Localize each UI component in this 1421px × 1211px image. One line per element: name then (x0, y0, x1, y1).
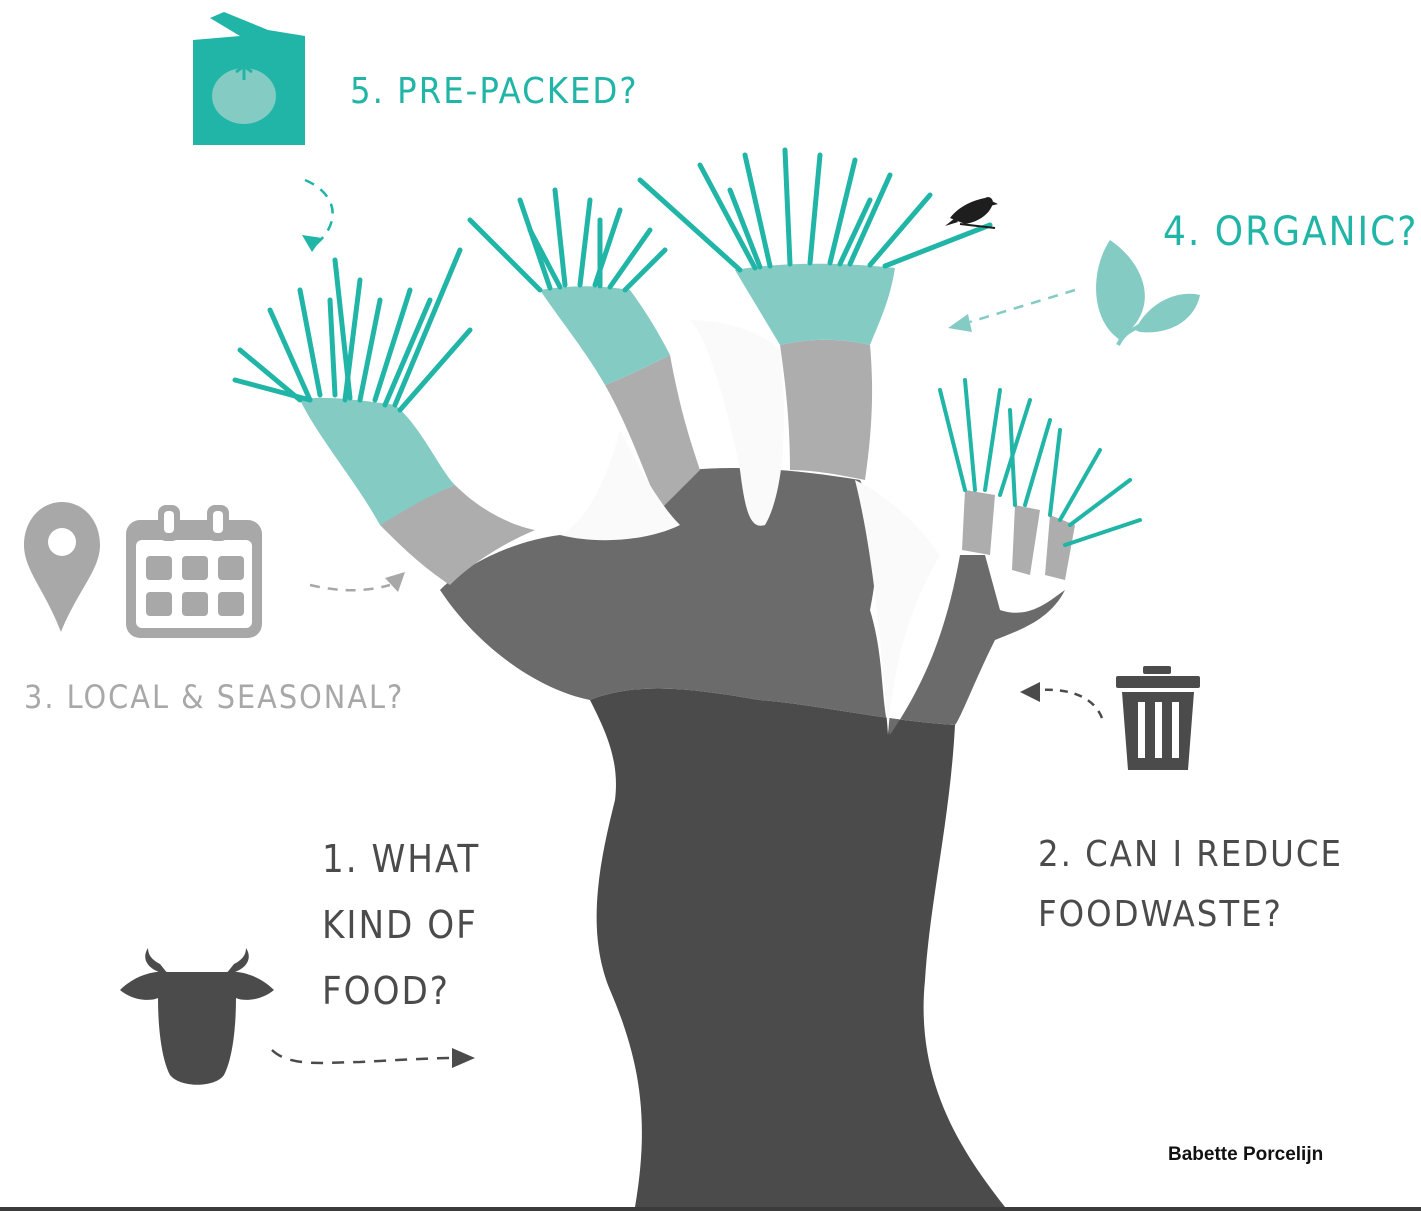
arrow-head-pre-packed (302, 235, 322, 252)
branch-light-left (380, 485, 535, 585)
bird-icon (945, 197, 998, 229)
gap-1 (560, 430, 680, 541)
local-seasonal-label: 3. LOCAL & SEASONAL? (24, 678, 404, 716)
canopy-mid (467, 187, 668, 293)
pre-packed-label: 5. PRE-PACKED? (350, 71, 639, 112)
pre-packed-step: 5. PRE-PACKED? (193, 12, 639, 252)
trash-icon (1116, 666, 1200, 770)
location-pin-icon (24, 502, 100, 632)
arrow-head-organic (948, 314, 972, 332)
what-kind-label-line3: FOOD? (322, 969, 450, 1013)
what-kind-label-line2: KIND OF (322, 903, 478, 947)
local-seasonal-step: 3. LOCAL & SEASONAL? (24, 502, 405, 716)
what-kind-of-food-step: 1. WHAT KIND OF FOOD? (120, 837, 480, 1085)
canopy-right (637, 147, 993, 273)
calendar-icon (126, 505, 262, 638)
arrow-what-kind (271, 1049, 456, 1065)
trunk-dark (590, 688, 1005, 1207)
what-kind-label-line1: 1. WHAT (322, 837, 480, 881)
arrow-head-what-kind (452, 1048, 475, 1068)
arrow-local-seasonal (309, 583, 391, 592)
tree (232, 147, 1142, 1207)
gap-2 (690, 320, 785, 526)
leaf-icon (1096, 240, 1200, 346)
cow-icon (120, 948, 274, 1085)
canopy-base-mid (540, 286, 670, 385)
organic-label: 4. ORGANIC? (1163, 209, 1418, 255)
tomato-package-icon (193, 12, 305, 145)
branch-light-small (962, 490, 1075, 580)
reduce-foodwaste-step: 2. CAN I REDUCE FOODWASTE? (1020, 666, 1343, 935)
branch-light-right (780, 339, 873, 480)
bottom-border (0, 1207, 1421, 1211)
reduce-foodwaste-label-line1: 2. CAN I REDUCE (1038, 834, 1343, 875)
arrow-head-reduce-foodwaste (1020, 682, 1040, 702)
arrow-head-local-seasonal (385, 572, 405, 592)
organic-step: 4. ORGANIC? (948, 209, 1418, 346)
canopy-left (232, 247, 473, 413)
arrow-pre-packed (304, 178, 334, 246)
reduce-foodwaste-label-line2: FOODWASTE? (1038, 894, 1283, 935)
arrow-reduce-foodwaste (1039, 688, 1104, 719)
canopy-base-left (300, 397, 455, 525)
canopy-small (938, 378, 1142, 547)
author-credit: Babette Porcelijn (1168, 1144, 1324, 1165)
canopy-base-right (735, 263, 895, 345)
arrow-organic (969, 288, 1076, 324)
branch-light-mid (605, 355, 700, 510)
gap-3 (855, 480, 940, 735)
